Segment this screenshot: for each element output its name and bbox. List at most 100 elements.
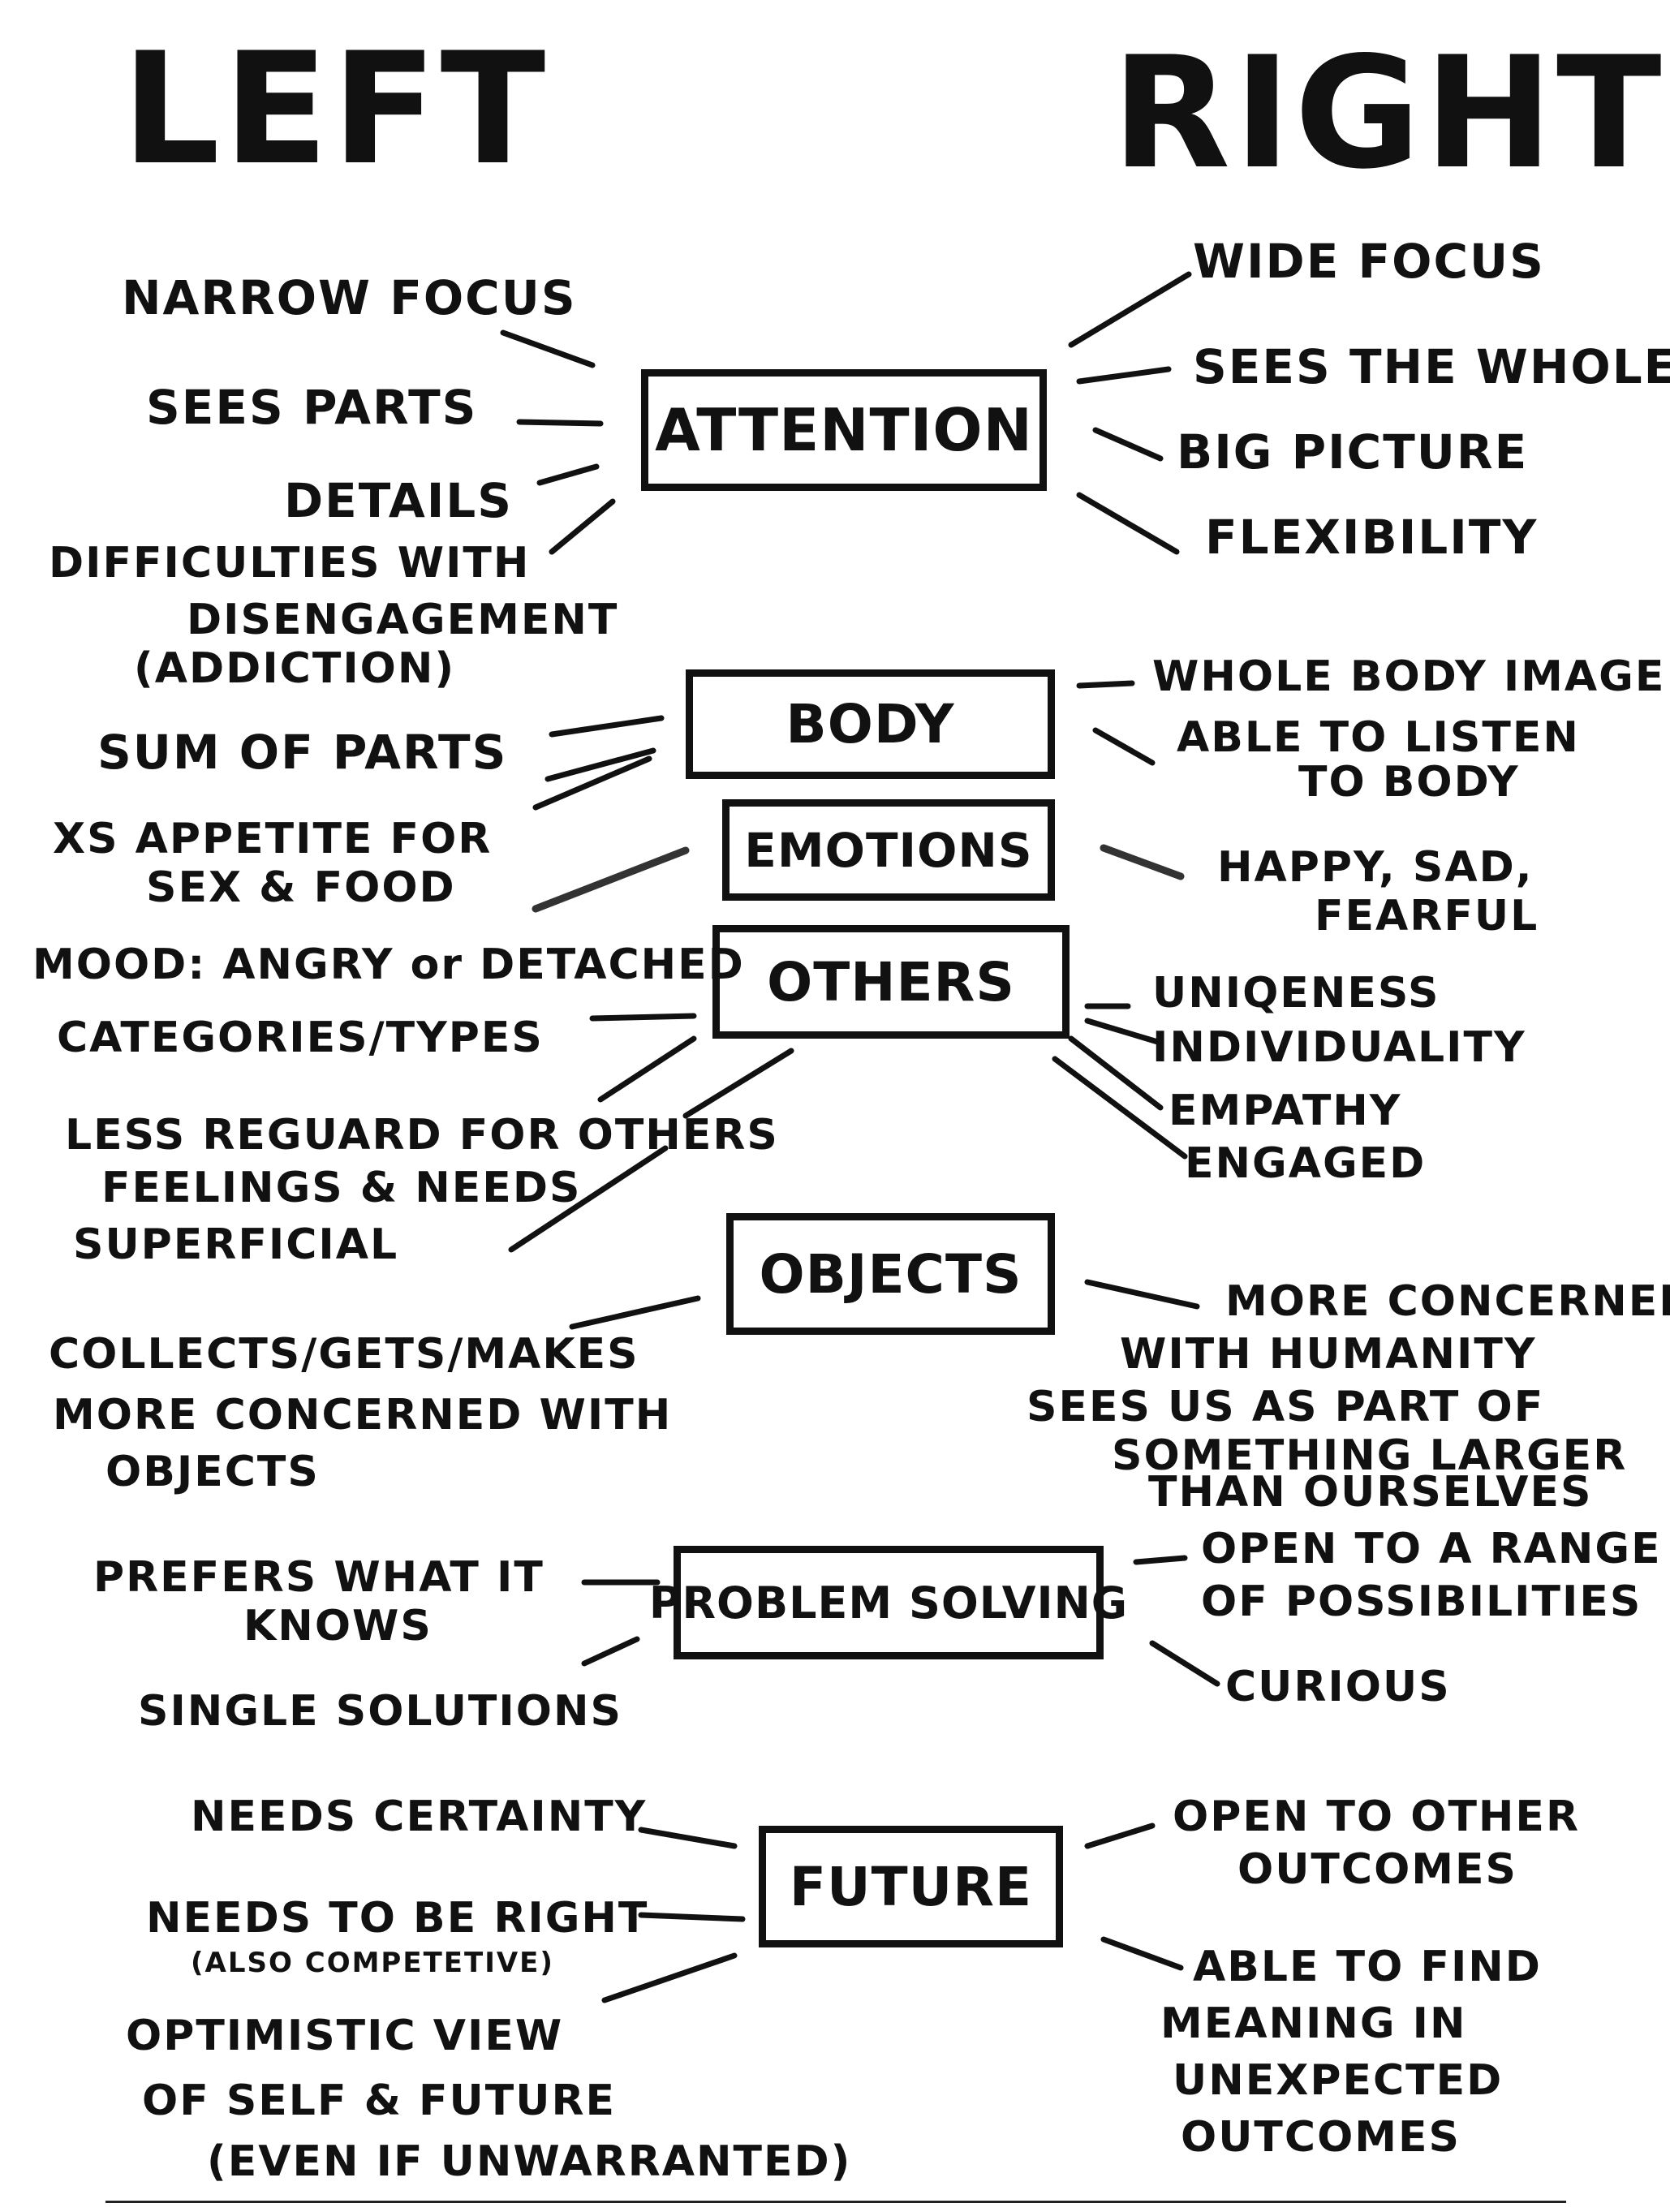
left-item: XS APPETITE FOR (53, 815, 493, 863)
left-item: (EVEN IF UNWARRANTED) (207, 2137, 852, 2186)
node-attention: ATTENTION (641, 369, 1047, 491)
right-item: UNEXPECTED (1173, 2056, 1504, 2105)
node-label: PROBLEM SOLVING (648, 1577, 1129, 1629)
left-item: MORE CONCERNED WITH (53, 1391, 673, 1440)
connector (581, 1636, 640, 1667)
right-item: UNIQENESS (1152, 969, 1440, 1018)
left-item: OF SELF & FUTURE (142, 2076, 617, 2125)
right-item: WIDE FOCUS (1193, 234, 1545, 289)
connector (549, 498, 616, 555)
right-item: MEANING IN (1160, 1999, 1467, 2048)
left-item: SUPERFICIAL (73, 1220, 399, 1269)
connector (638, 1912, 746, 1922)
right-item: FEARFUL (1315, 892, 1539, 940)
left-item: SEX & FOOD (146, 863, 456, 912)
right-item: OUTCOMES (1181, 2113, 1461, 2162)
connector (1100, 1936, 1184, 1971)
right-item: ABLE TO LISTEN (1177, 713, 1580, 762)
connector (516, 419, 604, 427)
right-item: TO BODY (1298, 758, 1520, 807)
right-item: OPEN TO OTHER (1173, 1792, 1580, 1841)
page-bottom-rule (105, 2201, 1566, 2203)
connector (1092, 727, 1156, 766)
left-item: PREFERS WHAT IT (93, 1553, 544, 1602)
connector (544, 747, 656, 782)
right-item: SEES THE WHOLE (1193, 339, 1670, 394)
connector (1052, 1056, 1188, 1160)
node-label: FUTURE (789, 1855, 1033, 1918)
connector (1149, 1640, 1220, 1687)
node-label: OTHERS (767, 950, 1015, 1013)
right-item: MORE CONCERNED (1225, 1277, 1670, 1326)
connector (532, 755, 652, 811)
right-item: SEES US AS PART OF (1027, 1383, 1545, 1431)
right-item: ABLE TO FIND (1193, 1943, 1542, 1991)
connector (682, 1048, 794, 1119)
connector (1076, 366, 1172, 385)
left-item: FEELINGS & NEEDS (101, 1164, 582, 1212)
left-item: SUM OF PARTS (97, 725, 508, 780)
connector (1068, 1035, 1164, 1111)
left-item: MOOD: ANGRY or DETACHED (32, 940, 745, 989)
connector (601, 1952, 738, 2003)
left-item: OPTIMISTIC VIEW (126, 2012, 564, 2060)
left-item: LESS REGUARD FOR OTHERS (65, 1111, 779, 1160)
node-objects: OBJECTS (726, 1213, 1055, 1335)
right-item: CURIOUS (1225, 1663, 1451, 1711)
node-body: BODY (686, 669, 1055, 779)
connector (1068, 271, 1192, 348)
left-item: SINGLE SOLUTIONS (138, 1687, 622, 1736)
left-heading: LEFT (122, 19, 549, 199)
connector (1084, 1823, 1156, 1849)
right-heading: RIGHT (1112, 24, 1665, 203)
connector (500, 329, 596, 368)
connector (532, 846, 690, 913)
left-item: COLLECTS/GETS/MAKES (49, 1330, 639, 1379)
node-label: EMOTIONS (744, 822, 1033, 878)
left-item: NEEDS TO BE RIGHT (146, 1894, 649, 1943)
connector (1084, 1018, 1164, 1046)
node-label: OBJECTS (759, 1242, 1022, 1306)
connector (569, 1295, 701, 1330)
connector (508, 1145, 669, 1253)
left-item: CATEGORIES/TYPES (57, 1013, 544, 1062)
right-item: INDIVIDUALITY (1152, 1023, 1526, 1072)
left-item: NARROW FOCUS (122, 270, 577, 325)
node-label: BODY (786, 693, 955, 755)
left-item: (ALSO COMPETETIVE) (191, 1947, 554, 1979)
connector (1084, 1279, 1200, 1310)
connector (1092, 427, 1164, 462)
right-item: ENGAGED (1185, 1139, 1427, 1188)
right-item: HAPPY, SAD, (1217, 843, 1534, 892)
right-item: OF POSSIBILITIES (1201, 1577, 1642, 1626)
left-item: DIFFICULTIES WITH (49, 539, 531, 587)
connector (589, 1013, 697, 1022)
right-item: THAN OURSELVES (1148, 1468, 1593, 1517)
left-item: DISENGAGEMENT (187, 596, 619, 644)
right-item: WHOLE BODY IMAGE (1152, 652, 1666, 701)
node-emotions: EMOTIONS (722, 799, 1055, 901)
left-item: DETAILS (284, 473, 514, 528)
connector (638, 1827, 738, 1849)
right-item: OPEN TO A RANGE (1201, 1525, 1662, 1573)
right-item: SOMETHING LARGER (1112, 1431, 1628, 1480)
node-others: OTHERS (712, 925, 1070, 1039)
connector (549, 715, 665, 738)
right-item: BIG PICTURE (1177, 424, 1529, 480)
node-label: ATTENTION (655, 396, 1033, 464)
left-item: OBJECTS (105, 1448, 320, 1496)
right-item: EMPATHY (1169, 1087, 1402, 1135)
left-item: NEEDS CERTAINTY (191, 1792, 648, 1841)
connector (536, 463, 600, 486)
node-problem-solving: PROBLEM SOLVING (649, 1546, 1127, 1659)
right-item: OUTCOMES (1237, 1845, 1517, 1894)
node-future: FUTURE (759, 1826, 1063, 1947)
right-item: FLEXIBILITY (1205, 510, 1539, 565)
left-item: (ADDICTION) (134, 644, 456, 693)
connector (597, 1035, 697, 1103)
connector (1076, 492, 1180, 555)
right-item: WITH HUMANITY (1120, 1330, 1537, 1379)
connector (1076, 680, 1135, 689)
